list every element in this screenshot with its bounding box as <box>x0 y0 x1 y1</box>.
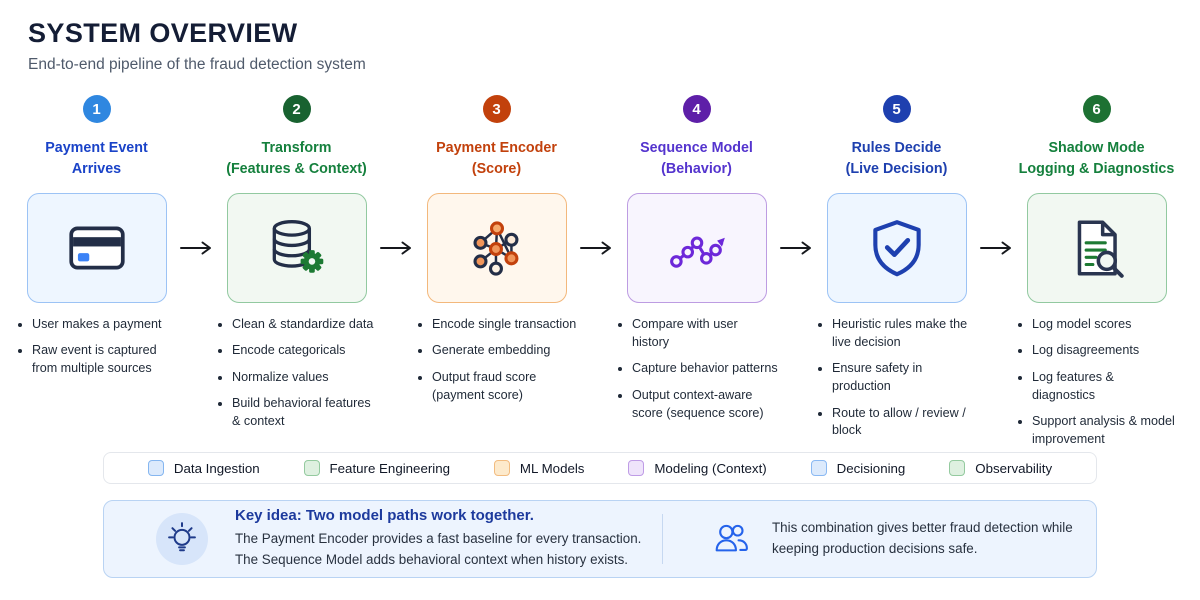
database-gear-icon <box>272 220 323 273</box>
stage-card <box>1026 193 1167 303</box>
key-idea-panel: Key idea: Two model paths work together.… <box>103 500 1097 578</box>
stage-title: Shadow Mode Logging & Diagnostics <box>1018 140 1175 177</box>
arrow-right-icon <box>980 241 1011 255</box>
key-idea-right: This combination gives better fraud dete… <box>711 518 1073 560</box>
lightbulb-icon <box>168 522 196 552</box>
panel-divider <box>662 514 663 564</box>
legend-swatch <box>303 460 320 476</box>
stage-rules-decide: 5 Rules Decide (Live Decision) Heuristic… <box>813 95 980 449</box>
stage-transform: 2 Transform (Features & Context) <box>213 95 380 439</box>
stage-card <box>626 193 767 303</box>
network-icon <box>472 221 518 276</box>
key-idea-line2: The Sequence Model adds behavioral conte… <box>235 552 629 567</box>
bullet-item: Encode single transaction <box>432 316 578 334</box>
key-idea-heading: Key idea: Two model paths work together. <box>235 507 534 525</box>
bullet-item: Output context-aware score (sequence sco… <box>632 387 778 423</box>
people-icon <box>715 524 748 552</box>
legend-item-decisioning: Decisioning <box>810 460 906 476</box>
stage-bullets: Log model scores Log disagreements Log f… <box>1015 316 1178 457</box>
stage-number-badge: 4 <box>682 95 711 123</box>
stage-shadow-mode: 6 Shadow Mode Logging & Diagnostics Log … <box>1013 95 1180 457</box>
bullet-item: Heuristic rules make the live decision <box>832 316 978 352</box>
stage-title: Sequence Model (Behavior) <box>640 140 753 177</box>
key-idea-line1: The Payment Encoder provides a fast base… <box>235 531 642 547</box>
bullet-item: Log features & diagnostics <box>1032 369 1178 405</box>
bullet-item: Capture behavior patterns <box>632 360 778 378</box>
legend-label: Feature Engineering <box>329 460 451 476</box>
pipeline-diagram: 1 Payment Event Arrives User makes a pay… <box>0 95 1200 457</box>
stage-card <box>26 193 167 303</box>
legend-swatch <box>628 460 645 476</box>
stage-bullets: User makes a payment Raw event is captur… <box>15 316 178 387</box>
legend-swatch <box>949 460 966 476</box>
key-idea-left: Key idea: Two model paths work together.… <box>104 507 662 571</box>
shield-check-icon <box>872 220 921 277</box>
legend-item-observability: Observability <box>949 460 1052 476</box>
legend-label: Modeling (Context) <box>654 460 767 476</box>
stage-number-badge: 1 <box>82 95 111 123</box>
page-subtitle: End-to-end pipeline of the fraud detecti… <box>28 56 366 73</box>
stage-number-badge: 6 <box>1082 95 1111 123</box>
page-header: SYSTEM OVERVIEW End-to-end pipeline of t… <box>0 0 1200 74</box>
bullet-item: User makes a payment <box>32 316 178 334</box>
page-title: SYSTEM OVERVIEW <box>28 18 298 48</box>
legend-swatch <box>810 460 827 476</box>
bullet-item: Raw event is captured from multiple sour… <box>32 342 178 378</box>
stage-number-badge: 3 <box>482 95 511 123</box>
stage-payment-event: 1 Payment Event Arrives User makes a pay… <box>13 95 180 387</box>
credit-card-icon <box>68 226 125 270</box>
bullet-item: Compare with user history <box>632 316 778 352</box>
bullet-item: Normalize values <box>232 369 378 387</box>
key-idea-text: Key idea: Two model paths work together.… <box>235 507 641 571</box>
legend-item-modeling-context: Modeling (Context) <box>628 460 767 476</box>
legend-item-data-ingestion: Data Ingestion <box>147 460 260 476</box>
stage-payment-encoder: 3 Payment Encoder (Score) Encode single … <box>413 95 580 413</box>
stage-number-badge: 5 <box>882 95 911 123</box>
stage-sequence-model: 4 Sequence Model (Behavior) Compare with… <box>613 95 780 431</box>
stage-title: Payment Encoder (Score) <box>436 140 557 177</box>
legend-swatch <box>493 460 510 476</box>
legend-label: Observability <box>975 460 1053 476</box>
trend-chart-icon <box>669 236 725 268</box>
gear-icon <box>300 250 323 273</box>
document-search-icon <box>1077 220 1124 278</box>
bullet-item: Generate embedding <box>432 342 578 360</box>
stage-bullets: Encode single transaction Generate embed… <box>415 316 578 413</box>
stage-bullets: Clean & standardize data Encode categori… <box>215 316 378 439</box>
arrow-right-icon <box>380 241 411 255</box>
stage-card <box>426 193 567 303</box>
lightbulb-badge <box>156 513 208 565</box>
legend-swatch <box>147 460 164 476</box>
legend-item-ml-models: ML Models <box>493 460 585 476</box>
stage-title: Transform (Features & Context) <box>226 140 367 177</box>
legend-bar: Data Ingestion Feature Engineering ML Mo… <box>103 452 1097 484</box>
stage-card <box>226 193 367 303</box>
bullet-item: Encode categoricals <box>232 342 378 360</box>
bullet-item: Build behavioral features & context <box>232 395 378 431</box>
stage-bullets: Compare with user history Capture behavi… <box>615 316 778 431</box>
bullet-item: Output fraud score (payment score) <box>432 369 578 405</box>
legend-label: Data Ingestion <box>173 460 260 476</box>
stage-title: Payment Event Arrives <box>45 140 148 177</box>
legend-label: ML Models <box>519 460 585 476</box>
stage-bullets: Heuristic rules make the live decision E… <box>815 316 978 449</box>
legend-item-feature-engineering: Feature Engineering <box>303 460 451 476</box>
arrow-right-icon <box>180 241 211 255</box>
arrow-right-icon <box>580 241 611 255</box>
stage-number-badge: 2 <box>282 95 311 123</box>
bullet-item: Route to allow / review / block <box>832 405 978 441</box>
stage-card <box>826 193 967 303</box>
bullet-item: Support analysis & model improvement <box>1032 413 1178 449</box>
legend-label: Decisioning <box>836 460 906 476</box>
key-idea-right-text: This combination gives better fraud dete… <box>772 520 1073 556</box>
bullet-item: Ensure safety in production <box>832 360 978 396</box>
bullet-item: Log model scores <box>1032 316 1178 334</box>
arrow-right-icon <box>780 241 811 255</box>
stage-title: Rules Decide (Live Decision) <box>845 140 948 177</box>
bullet-item: Log disagreements <box>1032 342 1178 360</box>
bullet-item: Clean & standardize data <box>232 316 378 334</box>
